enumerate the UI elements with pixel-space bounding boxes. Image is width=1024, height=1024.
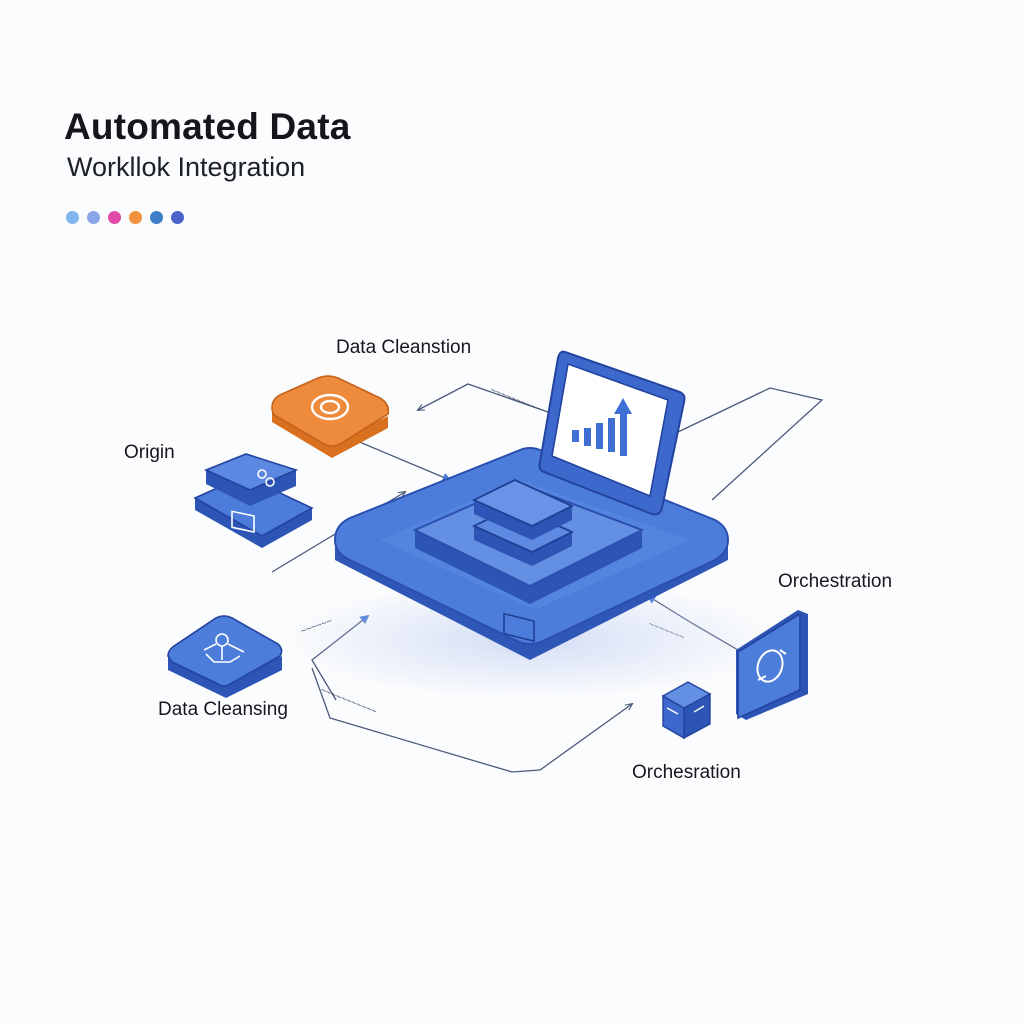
connector-monitor-to-cleanstion (418, 383, 549, 413)
connector-right-loop (677, 387, 824, 501)
network-icon (203, 633, 245, 663)
origin-tile (193, 453, 314, 548)
accent-dots (66, 211, 184, 224)
orbit-icon (756, 649, 787, 683)
label-data-cleansing: Data Cleansing (158, 699, 288, 720)
connector-orange-to-platform (349, 437, 452, 482)
label-orchestration: Orchestration (778, 571, 893, 592)
accent-dot-3 (108, 211, 121, 224)
accent-dot-6 (171, 211, 184, 224)
bar-chart-icon (572, 398, 632, 456)
monitor (538, 350, 686, 516)
connector-bottom-loop (311, 667, 632, 773)
label-data-cleanstion: Data Cleanstion (336, 337, 472, 358)
accent-dot-1 (66, 211, 79, 224)
accent-dot-4 (129, 211, 142, 224)
package-icon (661, 681, 712, 740)
label-orchesration: Orchesration (632, 762, 741, 783)
tiny-note-top: ~~~~~~~~~~ (489, 386, 544, 416)
database-stack-icon (412, 479, 645, 643)
data-grid-icon (231, 469, 275, 533)
orchestration-panel (736, 610, 808, 720)
page-subtitle: Workllok Integration (67, 152, 306, 182)
orange-tile (271, 375, 390, 458)
label-origin: Origin (124, 442, 175, 463)
gear-icon (310, 393, 350, 421)
cleansing-tile (167, 615, 283, 698)
accent-dot-5 (150, 211, 163, 224)
page-title: Automated Data (64, 106, 351, 147)
accent-dot-2 (87, 211, 100, 224)
